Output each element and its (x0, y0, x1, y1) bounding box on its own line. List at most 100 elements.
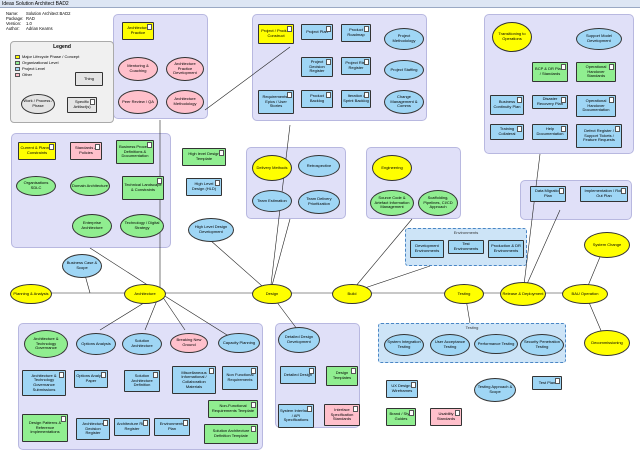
domain-architecture-node[interactable]: Domain Architecture (70, 176, 110, 196)
hld-template-node[interactable]: High level Design Template (182, 148, 226, 166)
sit-node[interactable]: System Integration Testing (384, 334, 424, 356)
arch-risk-register-node[interactable]: Architecture Risk Register (114, 418, 150, 436)
legend-item-project: Project Level (15, 67, 45, 71)
peer-review-node[interactable]: Peer Review / QA (118, 90, 158, 114)
environments-title: Environments (453, 230, 479, 235)
bcp-plans-node[interactable]: BCP & DR Plans / Standards (532, 62, 568, 82)
project-risk-register-node[interactable]: Project Risk Register (341, 57, 371, 75)
delivery-methods-node[interactable]: Delivery Methods (252, 155, 292, 181)
testing-approach-node[interactable]: Testing Approach & Scope (474, 378, 516, 402)
standards-node[interactable]: Standards & Policies (70, 142, 102, 160)
security-testing-node[interactable]: Security Penetration Testing (520, 334, 564, 356)
tech-landscape-node[interactable]: Technical Landscape & Constraints (122, 176, 164, 200)
arch-decision-register-node[interactable]: Architecture Decision Register (76, 418, 110, 440)
detailed-design-node[interactable]: Detailed Design (280, 366, 316, 384)
bpd-node[interactable]: Business Process Definitions & Documenta… (116, 140, 154, 164)
help-docs-node[interactable]: Help Documentation (532, 124, 568, 140)
architecture-practice-node[interactable]: Architecture Practice (122, 22, 154, 40)
dev-environments-node[interactable]: Development Environments (410, 240, 444, 258)
tech-strategy-node[interactable]: Technology / Digital Strategy (120, 214, 164, 238)
sprint-backlog-node[interactable]: Iteration / Sprint Backlog (341, 90, 371, 108)
detailed-design-dev-node[interactable]: Detailed Design Development (278, 327, 320, 353)
interfaces-node[interactable]: System Interfaces / API Specifications (278, 404, 314, 428)
constraints-node[interactable]: Current & Planned Constraints (18, 142, 56, 160)
meta-package: RAD (26, 16, 35, 21)
meta-author-key: Author: (6, 26, 20, 31)
design-node[interactable]: Design (252, 284, 292, 304)
sad-node[interactable]: Solution Architecture Definition (124, 370, 160, 392)
handover-standards-node[interactable]: Operational Handover Standards (576, 62, 616, 82)
ux-design-node[interactable]: UX Design / Wireframes (386, 380, 418, 398)
decision-register-node[interactable]: Project Decision Register (301, 57, 333, 77)
options-analysis-node[interactable]: Options Analysis (76, 333, 116, 355)
requirements-node[interactable]: Requirements / Epics / User Stories (258, 90, 294, 114)
team-prioritization-node[interactable]: Team Delivery Prioritization (298, 190, 340, 214)
bau-node[interactable]: BAU Operation (562, 284, 608, 304)
capacity-planning-node[interactable]: Capacity Planning (218, 333, 260, 353)
enterprise-architecture-node[interactable]: Enterprise Architecture (72, 214, 112, 238)
project-staffing-node[interactable]: Project Staffing (384, 60, 424, 80)
retrospective-node[interactable]: Retrospective (298, 155, 340, 177)
meta-version: 1.0 (26, 21, 32, 26)
business-case-node[interactable]: Business Case & Scope (62, 254, 102, 278)
meta-version-key: Version: (6, 21, 22, 26)
project-construct-node[interactable]: Project / Product Construct (258, 24, 294, 44)
bc-plan-node[interactable]: Business Continuity Plan (490, 95, 524, 115)
project-plan-node[interactable]: Project Plan (301, 24, 333, 40)
legend-artifact: Specific Artifact(s) (67, 97, 97, 113)
sad-template-node[interactable]: Solution Architecture Definition Templat… (204, 424, 258, 444)
testing-node[interactable]: Testing (444, 284, 484, 304)
migration-plan-node[interactable]: Data Migration Plan (530, 186, 566, 202)
planning-analysis-node[interactable]: Planning & Analysis (10, 284, 52, 304)
nfr-node[interactable]: Non Functional Requirements (222, 366, 258, 390)
usability-standards-node[interactable]: Usability Standards (430, 408, 462, 426)
legend-title: Legend (53, 44, 71, 50)
training-node[interactable]: Training Collateral (490, 124, 524, 140)
uat-node[interactable]: User Acceptance Testing (430, 334, 470, 356)
test-environments-node[interactable]: Test Environments (448, 240, 484, 254)
product-backlog-node[interactable]: Product Backlog (301, 90, 333, 108)
build-node[interactable]: Build (332, 284, 372, 304)
legend-item-other: Other (15, 73, 32, 77)
rollout-plan-node[interactable]: Implementation / Roll-Out Plan (580, 186, 628, 202)
hld-node[interactable]: High Level Design (HLD) (186, 178, 222, 196)
transitioning-node[interactable]: Transitioning to Operations (492, 22, 532, 52)
practice-development-node[interactable]: Architecture Practice Development (166, 57, 204, 81)
decommissioning-node[interactable]: Decommissioning (584, 330, 630, 356)
misc-materials-node[interactable]: Miscellaneous Informational / Collaborat… (172, 366, 216, 394)
breaking-ground-node[interactable]: Breaking New Ground (170, 333, 208, 353)
mentoring-node[interactable]: Mentoring & Coaching (118, 57, 158, 81)
legend-item-major: Major Lifecycle Phase / Concept (15, 55, 79, 59)
performance-testing-node[interactable]: Performance Testing (474, 334, 518, 354)
prod-environments-node[interactable]: Production & DR Environments (488, 240, 524, 258)
architecture-node[interactable]: Architecture (124, 284, 166, 304)
support-model-node[interactable]: Support Model Development (576, 28, 622, 50)
handover-docs-node[interactable]: Operational Handover Documentation (576, 95, 616, 117)
dr-plan-node[interactable]: Disaster Recovery Plan (532, 95, 568, 109)
brand-guides-node[interactable]: Brand / Style Guides (386, 408, 416, 426)
product-roadmap-node[interactable]: Product Roadmap (341, 24, 371, 42)
meta-author: Adrian Kearns (26, 26, 53, 31)
change-management-node[interactable]: Change Management & Comms (384, 90, 424, 114)
defect-register-node[interactable]: Defect Register / Support Tickets / Feat… (576, 124, 622, 148)
interface-standards-node[interactable]: Interface Specification Standards (324, 404, 360, 426)
engineering-node[interactable]: Engineering (372, 155, 412, 181)
release-node[interactable]: Release & Deployment (500, 282, 546, 306)
scaffolding-node[interactable]: Scaffolding, Pipelines, CI/CD Approach (418, 190, 458, 216)
team-estimation-node[interactable]: Team Estimation (252, 190, 292, 212)
governance-node[interactable]: Architecture & Technology Governance (24, 330, 68, 358)
gov-submissions-node[interactable]: Architecture & Technology Governance Sub… (22, 370, 66, 396)
env-plan-node[interactable]: Environments Plan (154, 418, 190, 436)
nfr-template-node[interactable]: Non-Functional Requirements Template (208, 400, 258, 418)
architecture-methodology-node[interactable]: Architecture Methodology (166, 90, 204, 114)
patterns-node[interactable]: Design Patterns & Reference Implementati… (22, 414, 68, 442)
system-change-node[interactable]: System Change (584, 232, 630, 258)
org-sdlc-node[interactable]: Organisations SDLC (16, 176, 56, 196)
solution-architecture-node[interactable]: Solution Architecture (122, 333, 162, 355)
design-templates-node[interactable]: Design Templates (326, 366, 358, 386)
source-code-node[interactable]: Source Code & Artefact Information Manag… (370, 190, 414, 216)
options-paper-node[interactable]: Options Analysis Paper (74, 370, 108, 388)
hld-development-node[interactable]: High Level Design Development (188, 218, 234, 242)
test-plan-node[interactable]: Test Plan (532, 376, 562, 390)
project-methodology-node[interactable]: Project Methodology (384, 28, 424, 50)
